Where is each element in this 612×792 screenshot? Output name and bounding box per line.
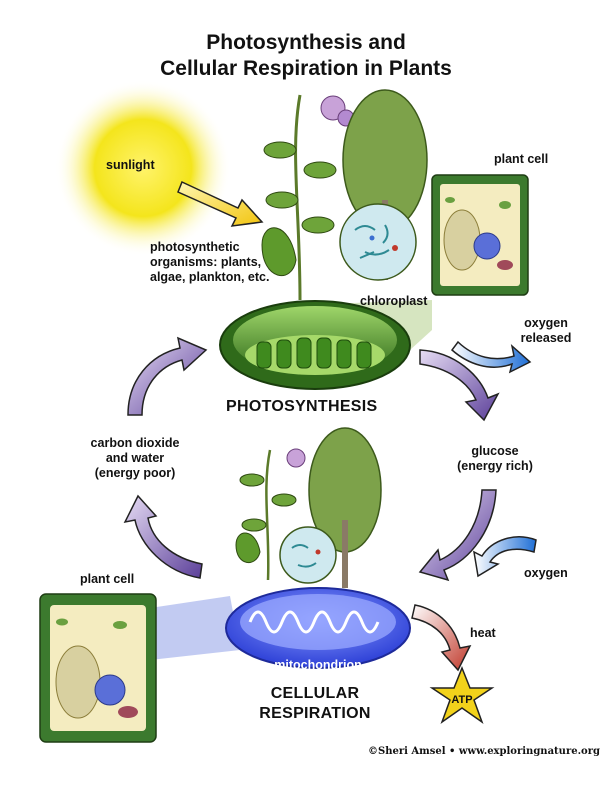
chloroplast-icon xyxy=(219,300,411,390)
label-organisms: photosynthetic organisms: plants, algae,… xyxy=(150,240,269,285)
cycle-arrow-to-co2 xyxy=(123,494,203,579)
heat-arrow xyxy=(411,604,472,672)
label-organisms-line3: algae, plankton, etc. xyxy=(150,270,270,284)
label-co2-water-line3: (energy poor) xyxy=(94,466,176,480)
sunlight-arrow xyxy=(177,180,264,227)
label-co2-water: carbon dioxide and water (energy poor) xyxy=(70,436,200,481)
label-chloroplast: chloroplast xyxy=(360,294,428,308)
oxygen-released-arrow xyxy=(450,340,532,374)
sun-icon xyxy=(55,80,231,256)
label-co2-water-line2: and water xyxy=(105,451,165,465)
page-title-line2: Cellular Respiration in Plants xyxy=(160,57,452,80)
label-oxygen-released-line2: released xyxy=(520,331,572,345)
label-glucose-line1: glucose xyxy=(471,444,519,458)
cycle-arrow-to-glucose xyxy=(419,349,500,422)
label-mitochondrion: mitochondrion xyxy=(274,658,362,672)
atp-star-icon xyxy=(429,665,495,724)
mitochondrion-zoom-wedge xyxy=(150,596,240,660)
plant-illustration-bottom xyxy=(235,448,306,581)
label-glucose: glucose (energy rich) xyxy=(440,444,550,474)
label-plant-cell-bottom: plant cell xyxy=(80,572,135,586)
label-heat: heat xyxy=(470,626,496,640)
plankton-magnified-bottom-icon xyxy=(279,526,337,584)
oxygen-intake-arrow xyxy=(473,536,537,578)
label-oxygen-released: oxygen released xyxy=(506,316,586,346)
label-atp: ATP xyxy=(451,694,473,706)
label-cellular-respiration: CELLULAR RESPIRATION xyxy=(240,684,390,724)
cycle-arrow-to-photosynthesis xyxy=(127,336,208,416)
cycle-arrow-to-respiration xyxy=(418,489,497,582)
mitochondrion-icon xyxy=(225,587,411,669)
plant-illustration-top xyxy=(261,94,355,301)
plant-cell-top-icon xyxy=(431,174,529,296)
label-sunlight: sunlight xyxy=(106,158,155,172)
label-cellular-respiration-line1: CELLULAR xyxy=(270,685,360,702)
label-glucose-line2: (energy rich) xyxy=(457,459,533,473)
label-co2-water-line1: carbon dioxide xyxy=(90,436,180,450)
label-plant-cell-top: plant cell xyxy=(494,152,549,166)
label-organisms-line1: photosynthetic xyxy=(150,240,240,254)
label-oxygen-released-line1: oxygen xyxy=(524,316,568,330)
label-photosynthesis: PHOTOSYNTHESIS xyxy=(226,398,378,415)
tree-illustration-bottom xyxy=(308,427,382,588)
plant-cell-bottom-icon xyxy=(39,593,157,743)
label-organisms-line2: organisms: plants, xyxy=(150,255,262,269)
label-cellular-respiration-line2: RESPIRATION xyxy=(259,705,371,722)
page-title-line1: Photosynthesis and xyxy=(206,31,406,54)
credit-text: ©Sheri Amsel • www.exploringnature.org xyxy=(368,746,600,757)
plankton-magnified-icon xyxy=(339,203,417,281)
label-oxygen: oxygen xyxy=(524,566,568,580)
